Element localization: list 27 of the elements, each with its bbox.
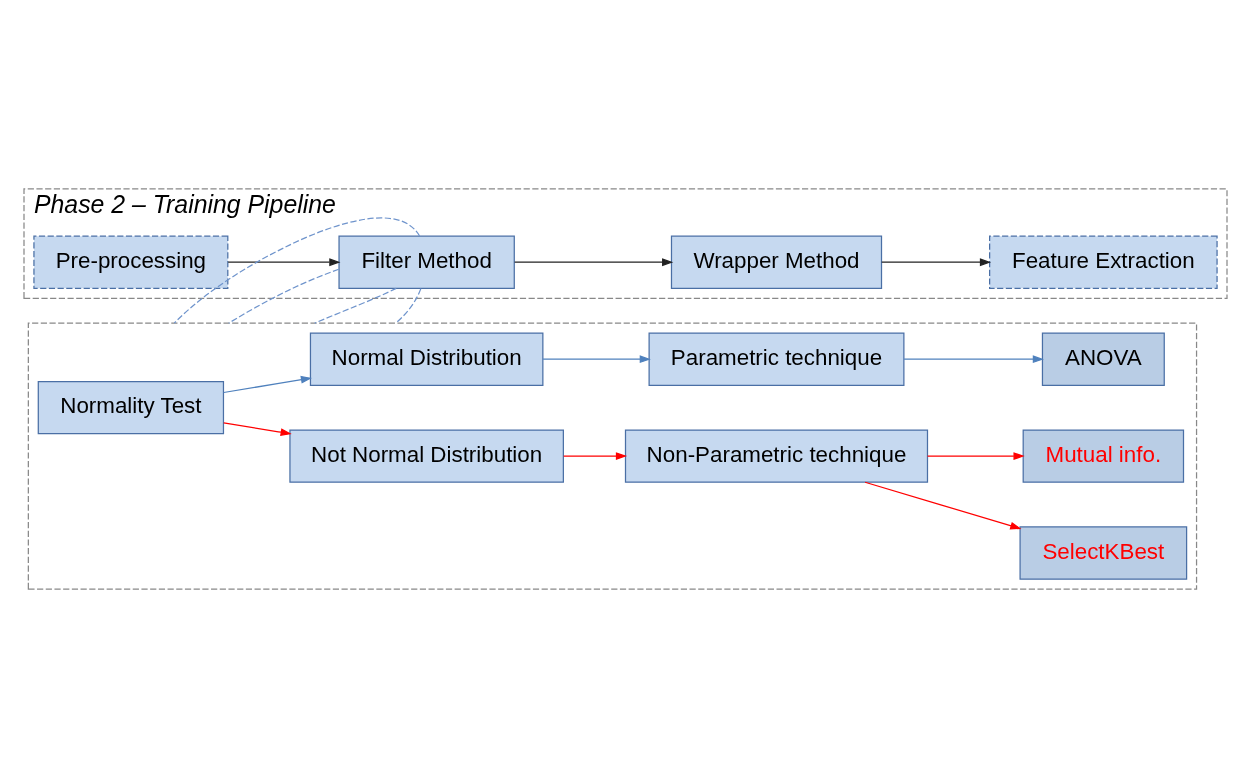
node-box: Not Normal Distribution	[289, 428, 564, 483]
connector	[228, 268, 340, 324]
arrow	[223, 421, 292, 436]
arrow	[223, 375, 313, 393]
arrow	[881, 257, 992, 266]
node-box: Non-Parametric technique	[624, 428, 929, 483]
node-box: Wrapper Method	[670, 235, 883, 289]
node-box: SelectKBest	[1019, 525, 1188, 580]
node-box: Parametric technique	[648, 331, 905, 386]
cluster	[27, 322, 1198, 590]
node-box: Feature Extraction	[989, 235, 1218, 289]
arrow	[227, 257, 341, 266]
node-box: Normality Test	[37, 380, 225, 434]
arrow	[514, 257, 674, 266]
connector	[395, 287, 422, 324]
node-box: Pre-processing	[33, 235, 229, 289]
node-box: Filter Method	[338, 235, 515, 289]
arrow	[903, 354, 1044, 363]
connector	[173, 216, 421, 324]
arrow	[926, 451, 1025, 460]
arrow	[864, 481, 1022, 529]
arrow	[563, 451, 628, 460]
connector	[314, 287, 397, 324]
node-box: ANOVA	[1041, 331, 1165, 386]
node-box: Normal Distribution	[309, 331, 544, 386]
arrow	[542, 354, 651, 363]
node-box: Mutual info.	[1022, 428, 1185, 483]
